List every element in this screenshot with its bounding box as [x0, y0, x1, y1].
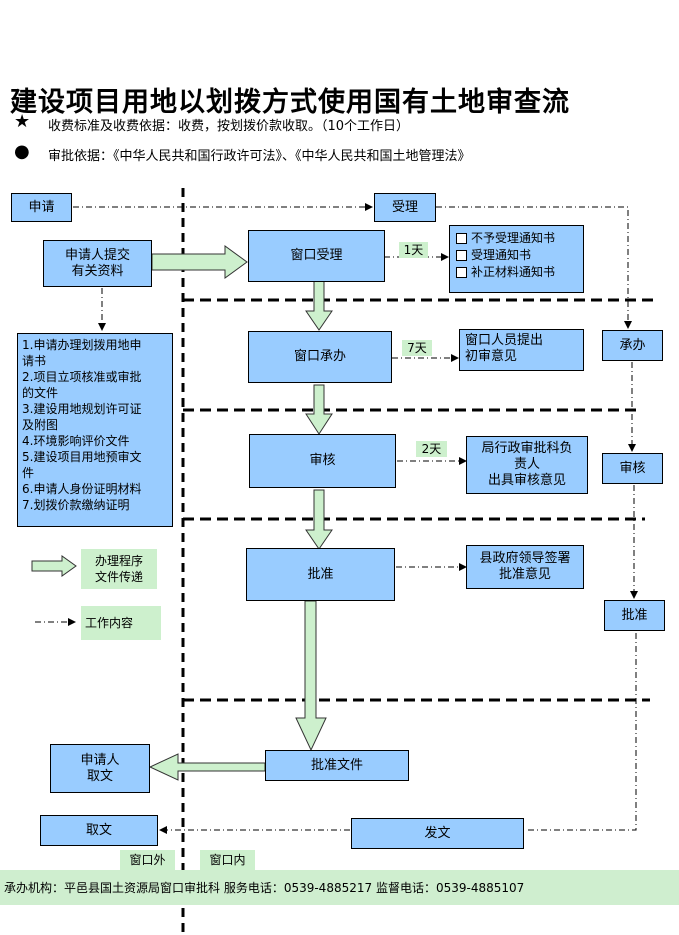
approve-doc-box: 批准文件 [265, 750, 409, 781]
checklist-item: 受理通知书 [456, 247, 577, 264]
legend-work-label: 工作内容 [81, 606, 161, 640]
apply-box: 申请 [11, 193, 72, 222]
approve-opinion-box: 县政府领导签署 批准意见 [466, 545, 584, 589]
review-box: 审核 [249, 434, 396, 488]
applicant-get-box: 申请人 取文 [50, 744, 150, 793]
accept-box: 受理 [374, 193, 436, 222]
fee-note: 收费标准及收费依据：收费，按划拨价款收取。（10个工作日） [48, 119, 410, 134]
zone-outside-label: 窗口外 [120, 850, 175, 870]
checklist-item: 补正材料通知书 [456, 264, 577, 281]
checkbox-icon [456, 233, 467, 244]
approve-right-box: 批准 [604, 600, 665, 631]
materials-list: 1.申请办理划拨用地申 请书 2.项目立项核准或审批 的文件 3.建设用地规划许… [17, 333, 173, 527]
star-bullet-icon: ★ [14, 111, 31, 132]
checkbox-icon [456, 250, 467, 261]
window-accept-box: 窗口受理 [248, 230, 385, 282]
applicant-submit-box: 申请人提交 有关资料 [43, 240, 152, 287]
review-right-box: 审核 [602, 453, 663, 484]
approve-box: 批准 [246, 548, 395, 601]
get-doc-box: 取文 [40, 815, 158, 846]
zone-inside-label: 窗口内 [200, 850, 255, 870]
legend-process-label: 办理程序 文件传递 [81, 549, 157, 589]
day-label-2: 2天 [416, 441, 447, 457]
undertake-right-box: 承办 [602, 330, 663, 361]
window-undertake-box: 窗口承办 [248, 331, 392, 383]
applicant-submit-line1: 申请人提交 [64, 247, 130, 263]
day-label-1: 1天 [399, 242, 428, 258]
footer-contact: 承办机构：平邑县国土资源局窗口审批科 服务电话：0539-4885217 监督电… [0, 870, 679, 905]
day-label-7: 7天 [402, 340, 432, 356]
checkbox-icon [456, 267, 467, 278]
send-doc-box: 发文 [351, 818, 524, 849]
dot-bullet-icon: ● [14, 141, 30, 162]
applicant-submit-line2: 有关资料 [71, 263, 124, 279]
notice-checklist: 不予受理通知书 受理通知书 补正材料通知书 [449, 225, 584, 293]
initial-opinion-box: 窗口人员提出 初审意见 [459, 329, 584, 371]
basis-note: 审批依据：《中华人民共和国行政许可法》、《中华人民共和国土地管理法》 [48, 149, 471, 164]
checklist-item: 不予受理通知书 [456, 230, 577, 247]
page-title: 建设项目用地以划拨方式使用国有土地审查流 [10, 87, 570, 118]
review-opinion-box: 局行政审批科负 责人 出具审核意见 [466, 436, 588, 494]
